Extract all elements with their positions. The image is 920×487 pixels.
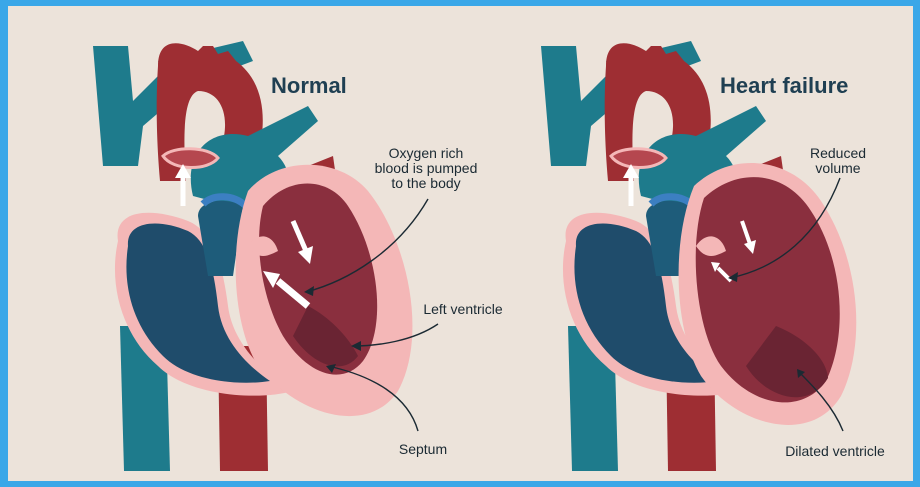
dilated-ventricle-label: Dilated ventricle (770, 444, 900, 459)
heart-failure-title: Heart failure (720, 73, 848, 99)
left-ventricle-label: Left ventricle (408, 302, 518, 317)
septum-label: Septum (383, 442, 463, 457)
normal-title: Normal (271, 73, 347, 99)
oxygen-rich-label: Oxygen rich blood is pumped to the body (361, 146, 491, 191)
diagram-frame: Normal Heart failure Oxygen rich blood i… (8, 6, 913, 481)
reduced-volume-label: Reduced volume (798, 146, 878, 176)
normal-heart-illustration (93, 41, 412, 471)
failure-heart-illustration (541, 41, 856, 471)
